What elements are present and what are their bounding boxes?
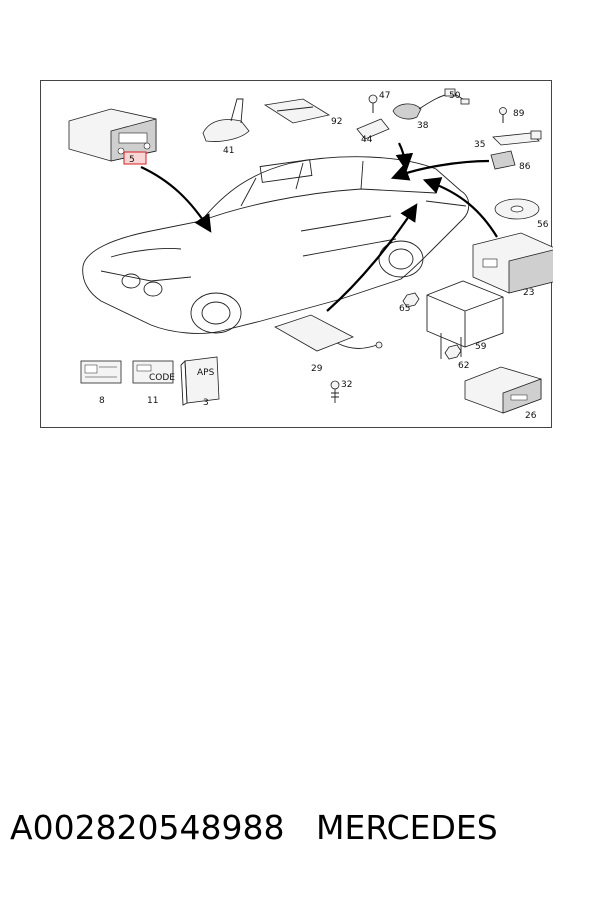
label-card-part-8 — [80, 360, 122, 384]
callout-47: 47 — [379, 91, 390, 101]
manual-cover-text: APS — [197, 368, 215, 378]
screw-part-47 — [368, 94, 378, 113]
bracket-part-35 — [492, 130, 542, 146]
gps-antenna-part-38 — [392, 103, 422, 120]
callout-labels: 5 41 92 47 44 50 38 89 35 86 56 23 65 59… — [99, 91, 549, 421]
code-card-text: CODE — [149, 373, 175, 383]
cd-changer-part-23 — [472, 232, 553, 294]
tray-part-29 — [274, 314, 383, 352]
callout-32: 32 — [341, 380, 352, 390]
callout-41: 41 — [223, 146, 234, 156]
callout-92: 92 — [331, 117, 342, 127]
connector-part-86 — [490, 150, 516, 170]
callout-65: 65 — [399, 304, 410, 314]
exploded-parts-drawing: CODE APS 5 41 92 47 44 50 38 89 35 86 56… — [68, 88, 553, 421]
parts-diagram: CODE APS 5 41 92 47 44 50 38 89 35 86 56… — [40, 80, 553, 428]
manual-part-3: APS — [180, 356, 220, 406]
control-module-part-26 — [464, 366, 542, 414]
callout-11: 11 — [147, 396, 158, 406]
nut-part-65 — [402, 292, 420, 308]
mount-part-44 — [356, 118, 390, 140]
cable-part-50 — [418, 88, 470, 110]
callout-5: 5 — [129, 155, 135, 165]
callout-89: 89 — [513, 109, 525, 119]
callout-50: 50 — [449, 91, 461, 101]
assembly-arrows — [140, 142, 498, 312]
callout-23: 23 — [523, 288, 534, 298]
car-outline — [82, 156, 470, 334]
screw-part-89 — [499, 107, 507, 123]
callout-3: 3 — [203, 398, 209, 408]
callout-38: 38 — [417, 121, 429, 131]
radio-unit-part-5 — [68, 108, 157, 162]
brand-name: MERCEDES — [316, 808, 498, 847]
part-number: A002820548988 — [10, 808, 285, 847]
antenna-part-41 — [202, 98, 250, 142]
screw-part-32 — [330, 380, 340, 403]
plate-part-92 — [263, 98, 331, 124]
callout-86: 86 — [519, 162, 531, 172]
nut-part-62 — [444, 344, 462, 360]
callout-56: 56 — [537, 220, 549, 230]
code-card-part-11: CODE — [132, 360, 175, 384]
callout-35: 35 — [474, 140, 485, 150]
callout-29: 29 — [311, 364, 323, 374]
callout-44: 44 — [361, 135, 373, 145]
callout-26: 26 — [525, 411, 537, 421]
callout-59: 59 — [475, 342, 487, 352]
bracket-frame-part-59 — [426, 280, 504, 359]
highlight-box-part-5 — [123, 151, 147, 165]
part-caption: A002820548988 MERCEDES — [10, 808, 590, 858]
callout-62: 62 — [458, 361, 469, 371]
disc-part-56 — [494, 198, 540, 220]
callout-8: 8 — [99, 396, 105, 406]
